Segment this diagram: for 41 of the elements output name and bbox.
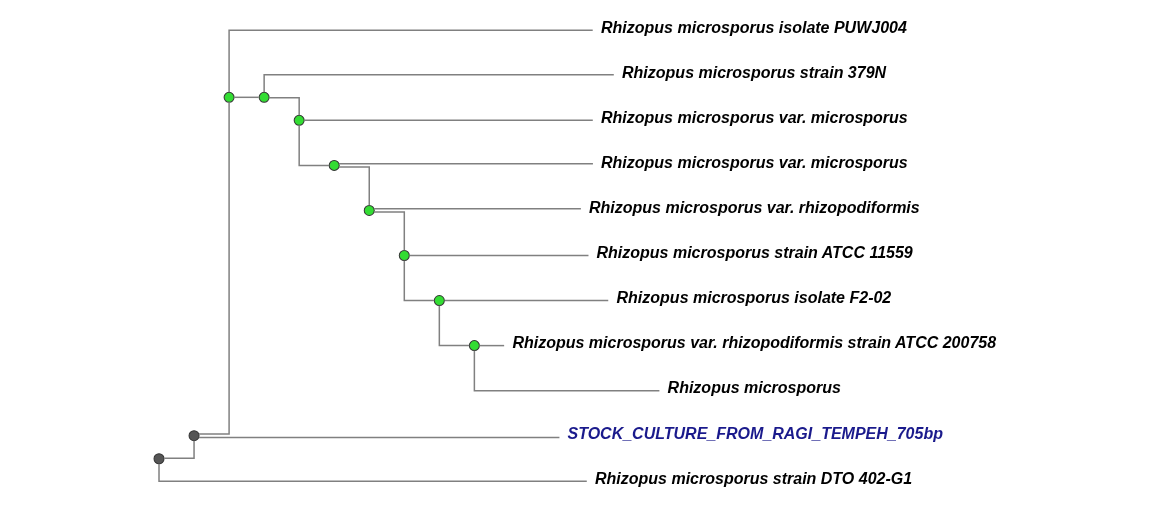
node-text: Rhizopus microsporus strain ATCC 11559 bbox=[596, 244, 913, 262]
connector bbox=[438, 304, 470, 347]
node-text: Rhizopus microsporus var. rhizopodiformis strain ATCC 200758 bbox=[511, 334, 996, 352]
connector bbox=[478, 344, 505, 347]
connector bbox=[443, 299, 609, 302]
node-text: Rhizopus microsporus strain 379N bbox=[621, 64, 886, 82]
node-circle bbox=[363, 204, 375, 216]
node-circle bbox=[398, 250, 410, 261]
node-circle bbox=[328, 159, 340, 171]
connector bbox=[157, 463, 588, 482]
connector bbox=[408, 254, 589, 257]
connector bbox=[197, 436, 560, 439]
node-circle bbox=[258, 91, 270, 103]
connector bbox=[162, 440, 195, 459]
node-text: Rhizopus microsporus isolate PUWJ004 bbox=[600, 19, 907, 37]
node-circle bbox=[153, 453, 164, 465]
node-circle bbox=[223, 91, 235, 103]
node-text: Rhizopus microsporus var. microsporus bbox=[600, 109, 908, 127]
connector bbox=[268, 97, 300, 116]
connector bbox=[337, 166, 370, 206]
node-text: Rhizopus microsporus var. microsporus bbox=[600, 154, 908, 172]
node-text: Rhizopus microsporus isolate F2-02 bbox=[616, 289, 891, 307]
connector bbox=[403, 259, 435, 302]
node-circle bbox=[468, 340, 480, 352]
connector bbox=[262, 74, 615, 93]
node-circle bbox=[293, 114, 305, 126]
node-text: Rhizopus microsporus var. rhizopodiformis bbox=[588, 199, 920, 217]
node-text: Rhizopus microsporus bbox=[667, 379, 841, 397]
connector bbox=[473, 350, 660, 392]
connector bbox=[303, 119, 594, 122]
connector bbox=[372, 211, 405, 251]
node-circle bbox=[433, 295, 445, 307]
node-text: Rhizopus microsporus strain DTO 402-G1 bbox=[594, 469, 912, 487]
node-text: STOCK_CULTURE_FROM_RAGI_TEMPEH_705bp bbox=[566, 424, 943, 442]
connector bbox=[337, 162, 594, 165]
node-circle bbox=[188, 430, 200, 442]
connector bbox=[227, 29, 593, 93]
connector bbox=[372, 208, 582, 210]
connector bbox=[297, 124, 330, 167]
connector bbox=[197, 101, 230, 435]
connector bbox=[233, 96, 259, 99]
